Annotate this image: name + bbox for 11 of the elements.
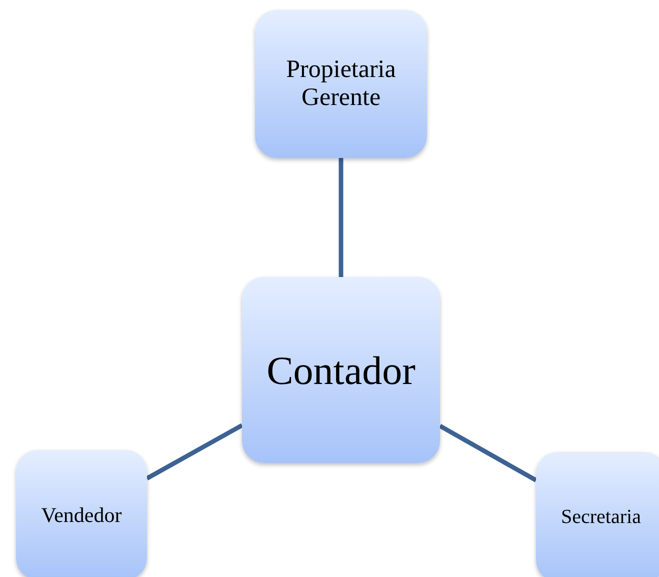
- role-box: [242, 277, 440, 463]
- connector-line: [438, 424, 538, 482]
- role-label: Vendedor: [41, 502, 122, 528]
- connector-line: [338, 158, 344, 277]
- role-label: Secretaria: [561, 506, 641, 528]
- role-box: [255, 10, 427, 158]
- role-label: Contador: [266, 346, 416, 394]
- role-box: [16, 450, 147, 577]
- role-box: [536, 452, 659, 577]
- connector-line: [146, 423, 244, 480]
- role-label: Propietaria Gerente: [285, 56, 397, 112]
